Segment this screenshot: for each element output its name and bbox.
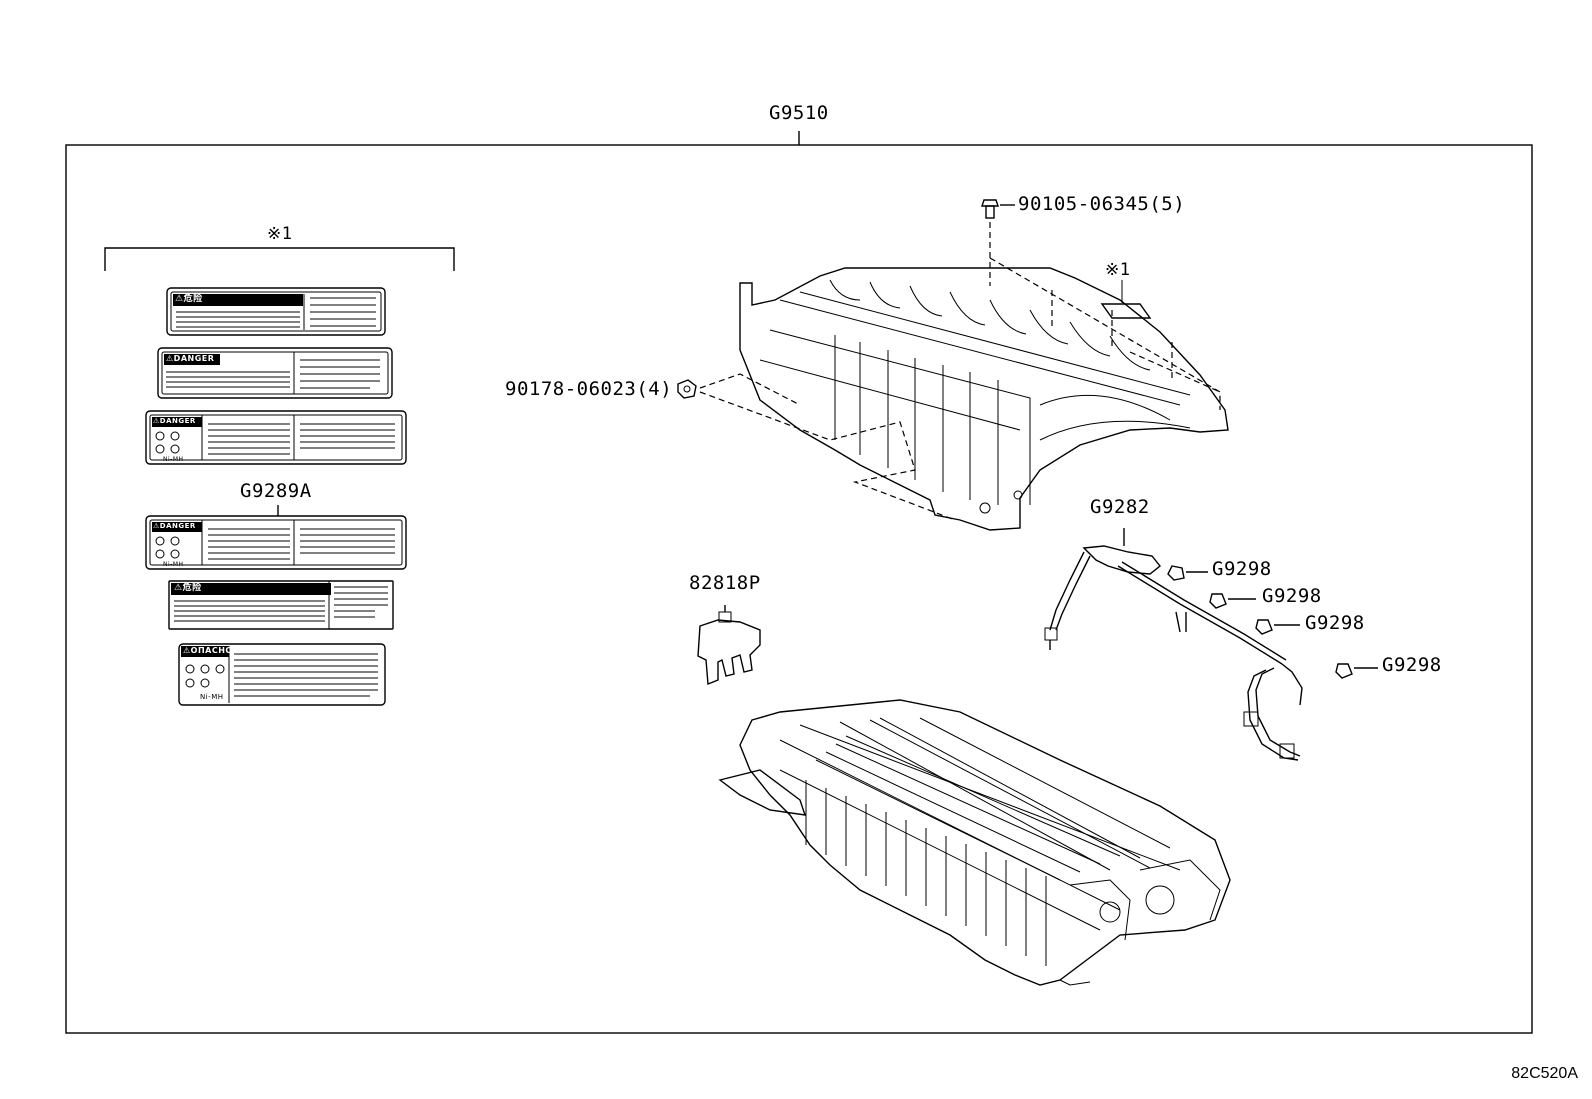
- battery-module-drawing: [718, 699, 1231, 986]
- sticker-2-header: ⚠DANGER: [166, 354, 215, 363]
- caution-sticker-6: [178, 643, 386, 706]
- bolt-leader: [989, 222, 1221, 410]
- sticker-3-header: ⚠DANGER: [153, 417, 196, 425]
- battery-cover-drawing: [739, 267, 1229, 531]
- wire-harness-g9282: [1044, 528, 1303, 761]
- clamp-g9298-2: [1209, 593, 1256, 609]
- nut-90178-06023: [677, 379, 697, 399]
- bolt-90105-06345: [981, 199, 1015, 219]
- wire-harness-label: G9282: [1090, 496, 1150, 518]
- clamp-label-2: G9298: [1262, 585, 1322, 607]
- sticker-4-header: ⚠DANGER: [153, 522, 196, 530]
- note-bracket: [104, 247, 455, 271]
- assembly-label: G9510: [769, 102, 829, 124]
- sticker-6-header: ⚠ОПАСНО: [183, 646, 233, 655]
- nut-leader: [699, 373, 956, 521]
- clamp-label-3: G9298: [1305, 612, 1365, 634]
- clamp-g9298-3: [1255, 619, 1300, 635]
- caution-sticker-2: [157, 347, 393, 399]
- clamp-g9298-4: [1335, 663, 1378, 679]
- figure-code: 82C520A: [1511, 1065, 1578, 1082]
- sticker-3-mark: Ni-MH: [163, 456, 184, 463]
- bracket-label: 82818P: [689, 572, 761, 594]
- clamp-label-4: G9298: [1382, 654, 1442, 676]
- clamp-g9298-1: [1167, 565, 1208, 581]
- bolt-label: 90105-06345(5): [1018, 193, 1186, 215]
- sticker-5-header: ⚠危险: [174, 583, 202, 593]
- sticker-4-mark: Ni-MH: [163, 561, 184, 568]
- caution-sticker-1: [166, 287, 386, 336]
- bracket-82818p: [697, 605, 761, 686]
- caution-label-set-label: G9289A: [240, 480, 312, 502]
- note-mark-label-left: ※1: [267, 224, 293, 244]
- clamp-label-1: G9298: [1212, 558, 1272, 580]
- nut-label: 90178-06023(4): [505, 378, 673, 400]
- caution-sticker-4: [145, 515, 407, 570]
- caution-sticker-5: [168, 580, 394, 630]
- sticker-6-mark: Ni-MH: [200, 693, 224, 701]
- note-mark-label-right: ※1: [1105, 260, 1131, 280]
- note-mark-triangle: [1100, 303, 1152, 319]
- caution-sticker-3: [145, 410, 407, 465]
- sticker-1-header: ⚠危险: [175, 294, 203, 304]
